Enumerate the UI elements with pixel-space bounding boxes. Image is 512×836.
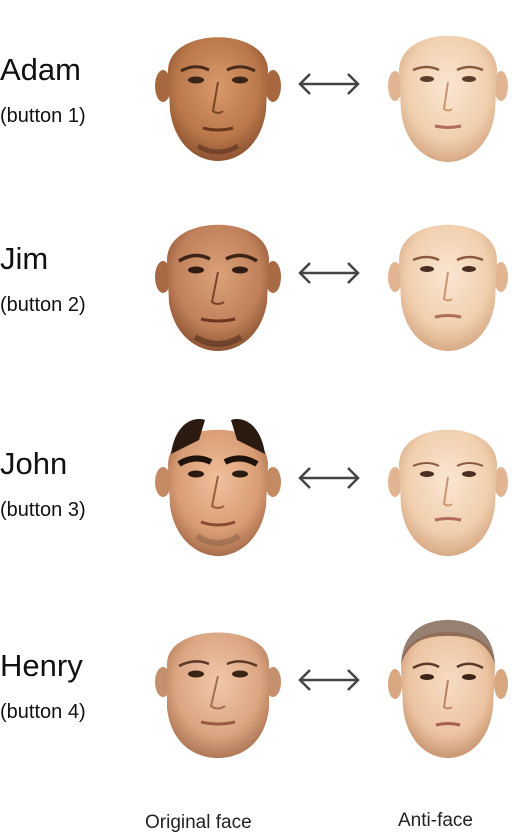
person-name: John <box>0 446 68 481</box>
person-name: Adam <box>0 52 81 87</box>
person-name: Jim <box>0 241 49 276</box>
button-label: (button 3) <box>0 499 86 521</box>
face-pair-row-1: Adam (button 1) <box>0 16 512 176</box>
double-arrow-icon <box>298 262 360 284</box>
double-arrow-icon <box>298 467 360 489</box>
double-arrow-icon <box>298 669 360 691</box>
face-pair-row-4: Henry (button 4) <box>0 612 512 772</box>
person-name: Henry <box>0 648 83 683</box>
button-label: (button 2) <box>0 294 86 316</box>
anti-face-image <box>388 429 508 556</box>
button-label: (button 4) <box>0 701 86 723</box>
button-label: (button 1) <box>0 105 86 127</box>
original-face-image <box>155 37 281 161</box>
anti-face-image <box>388 620 508 758</box>
face-pair-row-3: John (button 3) <box>0 410 512 570</box>
original-face-caption: Original face <box>145 812 252 833</box>
double-arrow-icon <box>298 73 360 95</box>
anti-face-image <box>388 224 508 351</box>
original-face-image <box>155 419 281 556</box>
anti-face-image <box>388 35 508 162</box>
anti-face-caption: Anti-face <box>398 810 473 831</box>
original-face-image <box>155 632 281 758</box>
face-pair-row-2: Jim (button 2) <box>0 205 512 365</box>
original-face-image <box>155 224 281 351</box>
